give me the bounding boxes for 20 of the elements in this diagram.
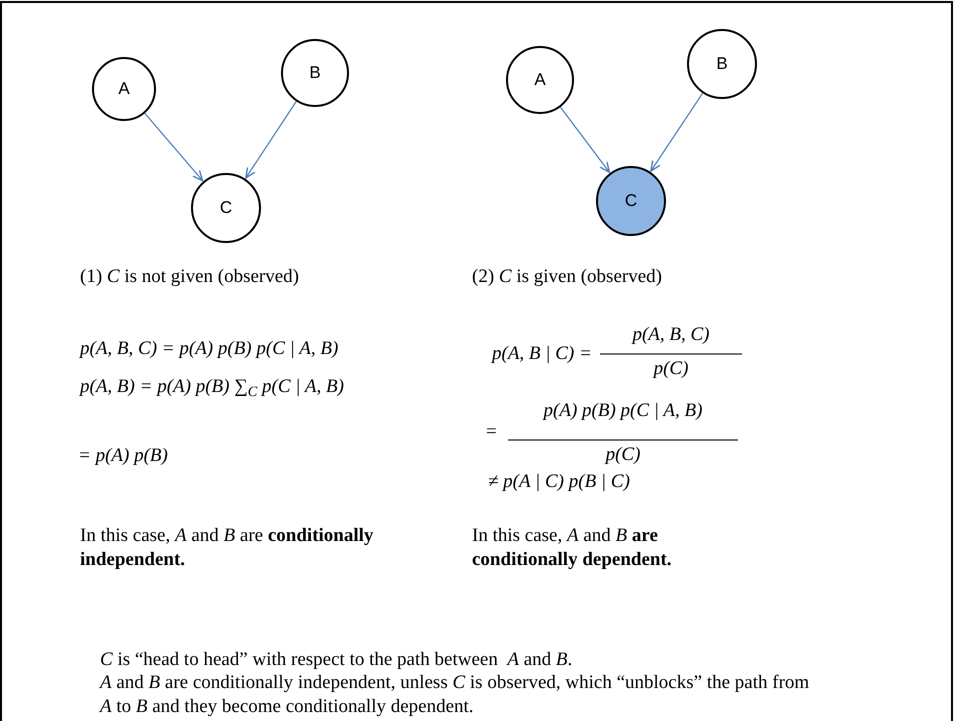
fraction-numerator: p(A, B, C) (630, 323, 711, 347)
equation: p(A, B) = p(A) p(B) ∑$_{C}$ p(C | A, B) (80, 375, 345, 399)
equation: p(A, B | C) = (492, 342, 593, 366)
note-text: C is “head to head” with respect to the path between A and B. (100, 648, 574, 672)
arrow (560, 106, 610, 173)
equals-sign: = (486, 420, 498, 444)
equation: p(A, B, C) = p(A) p(B) p(C | A, B) (80, 337, 340, 361)
case-heading: (2) C is given (observed) (472, 265, 663, 289)
conclusion-text: In this case, A and B are conditionally dependent. (472, 524, 673, 572)
arrow (650, 92, 704, 172)
fraction-numerator: p(A) p(B) p(C | A, B) (542, 399, 704, 423)
conclusion-text: In this case, A and B are conditionally independent. (80, 524, 374, 572)
case-heading: (1) C is not given (observed) (80, 265, 300, 289)
note-text: A and B are conditionally independent, unless C is observed, which “unblocks” the path from A to B and they become conditionally dependent. (100, 671, 810, 719)
equation: = p(A) p(B) (78, 444, 169, 468)
fraction-denominator: p(C) (652, 357, 690, 381)
fraction-denominator: p(C) (604, 443, 642, 467)
equation: ≠ p(A | C) p(B | C) (488, 470, 631, 494)
arrow (144, 112, 204, 182)
arrow (245, 101, 297, 179)
